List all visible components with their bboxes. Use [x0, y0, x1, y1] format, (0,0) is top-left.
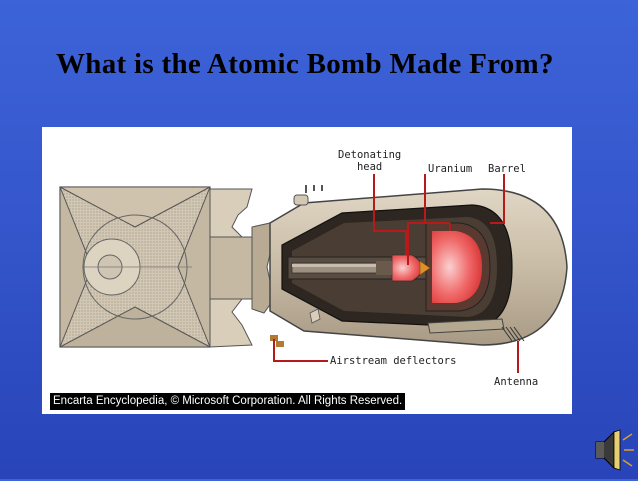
leader-lines — [273, 174, 519, 373]
tail-fins — [59, 186, 211, 348]
label-antenna: Antenna — [494, 376, 539, 388]
airstream-deflectors — [270, 308, 321, 347]
speaker-icon[interactable] — [580, 422, 636, 476]
tail-connector — [209, 188, 275, 348]
label-barrel: Barrel — [488, 163, 526, 175]
bomb-illustration — [59, 174, 568, 373]
label-uranium: Uranium — [428, 163, 473, 175]
slide-title: What is the Atomic Bomb Made From? — [56, 48, 554, 80]
label-airstream-deflectors: Airstream deflectors — [330, 355, 457, 367]
copyright-credit: Encarta Encyclopedia, © Microsoft Corpor… — [50, 393, 406, 410]
uranium-projectile — [376, 254, 431, 282]
label-detonating-head: Detonating head — [338, 149, 402, 173]
antenna-assembly — [427, 318, 525, 342]
bomb-diagram: Detonating head Uranium Barrel Airstream… — [42, 127, 572, 414]
uranium-target — [425, 222, 491, 312]
